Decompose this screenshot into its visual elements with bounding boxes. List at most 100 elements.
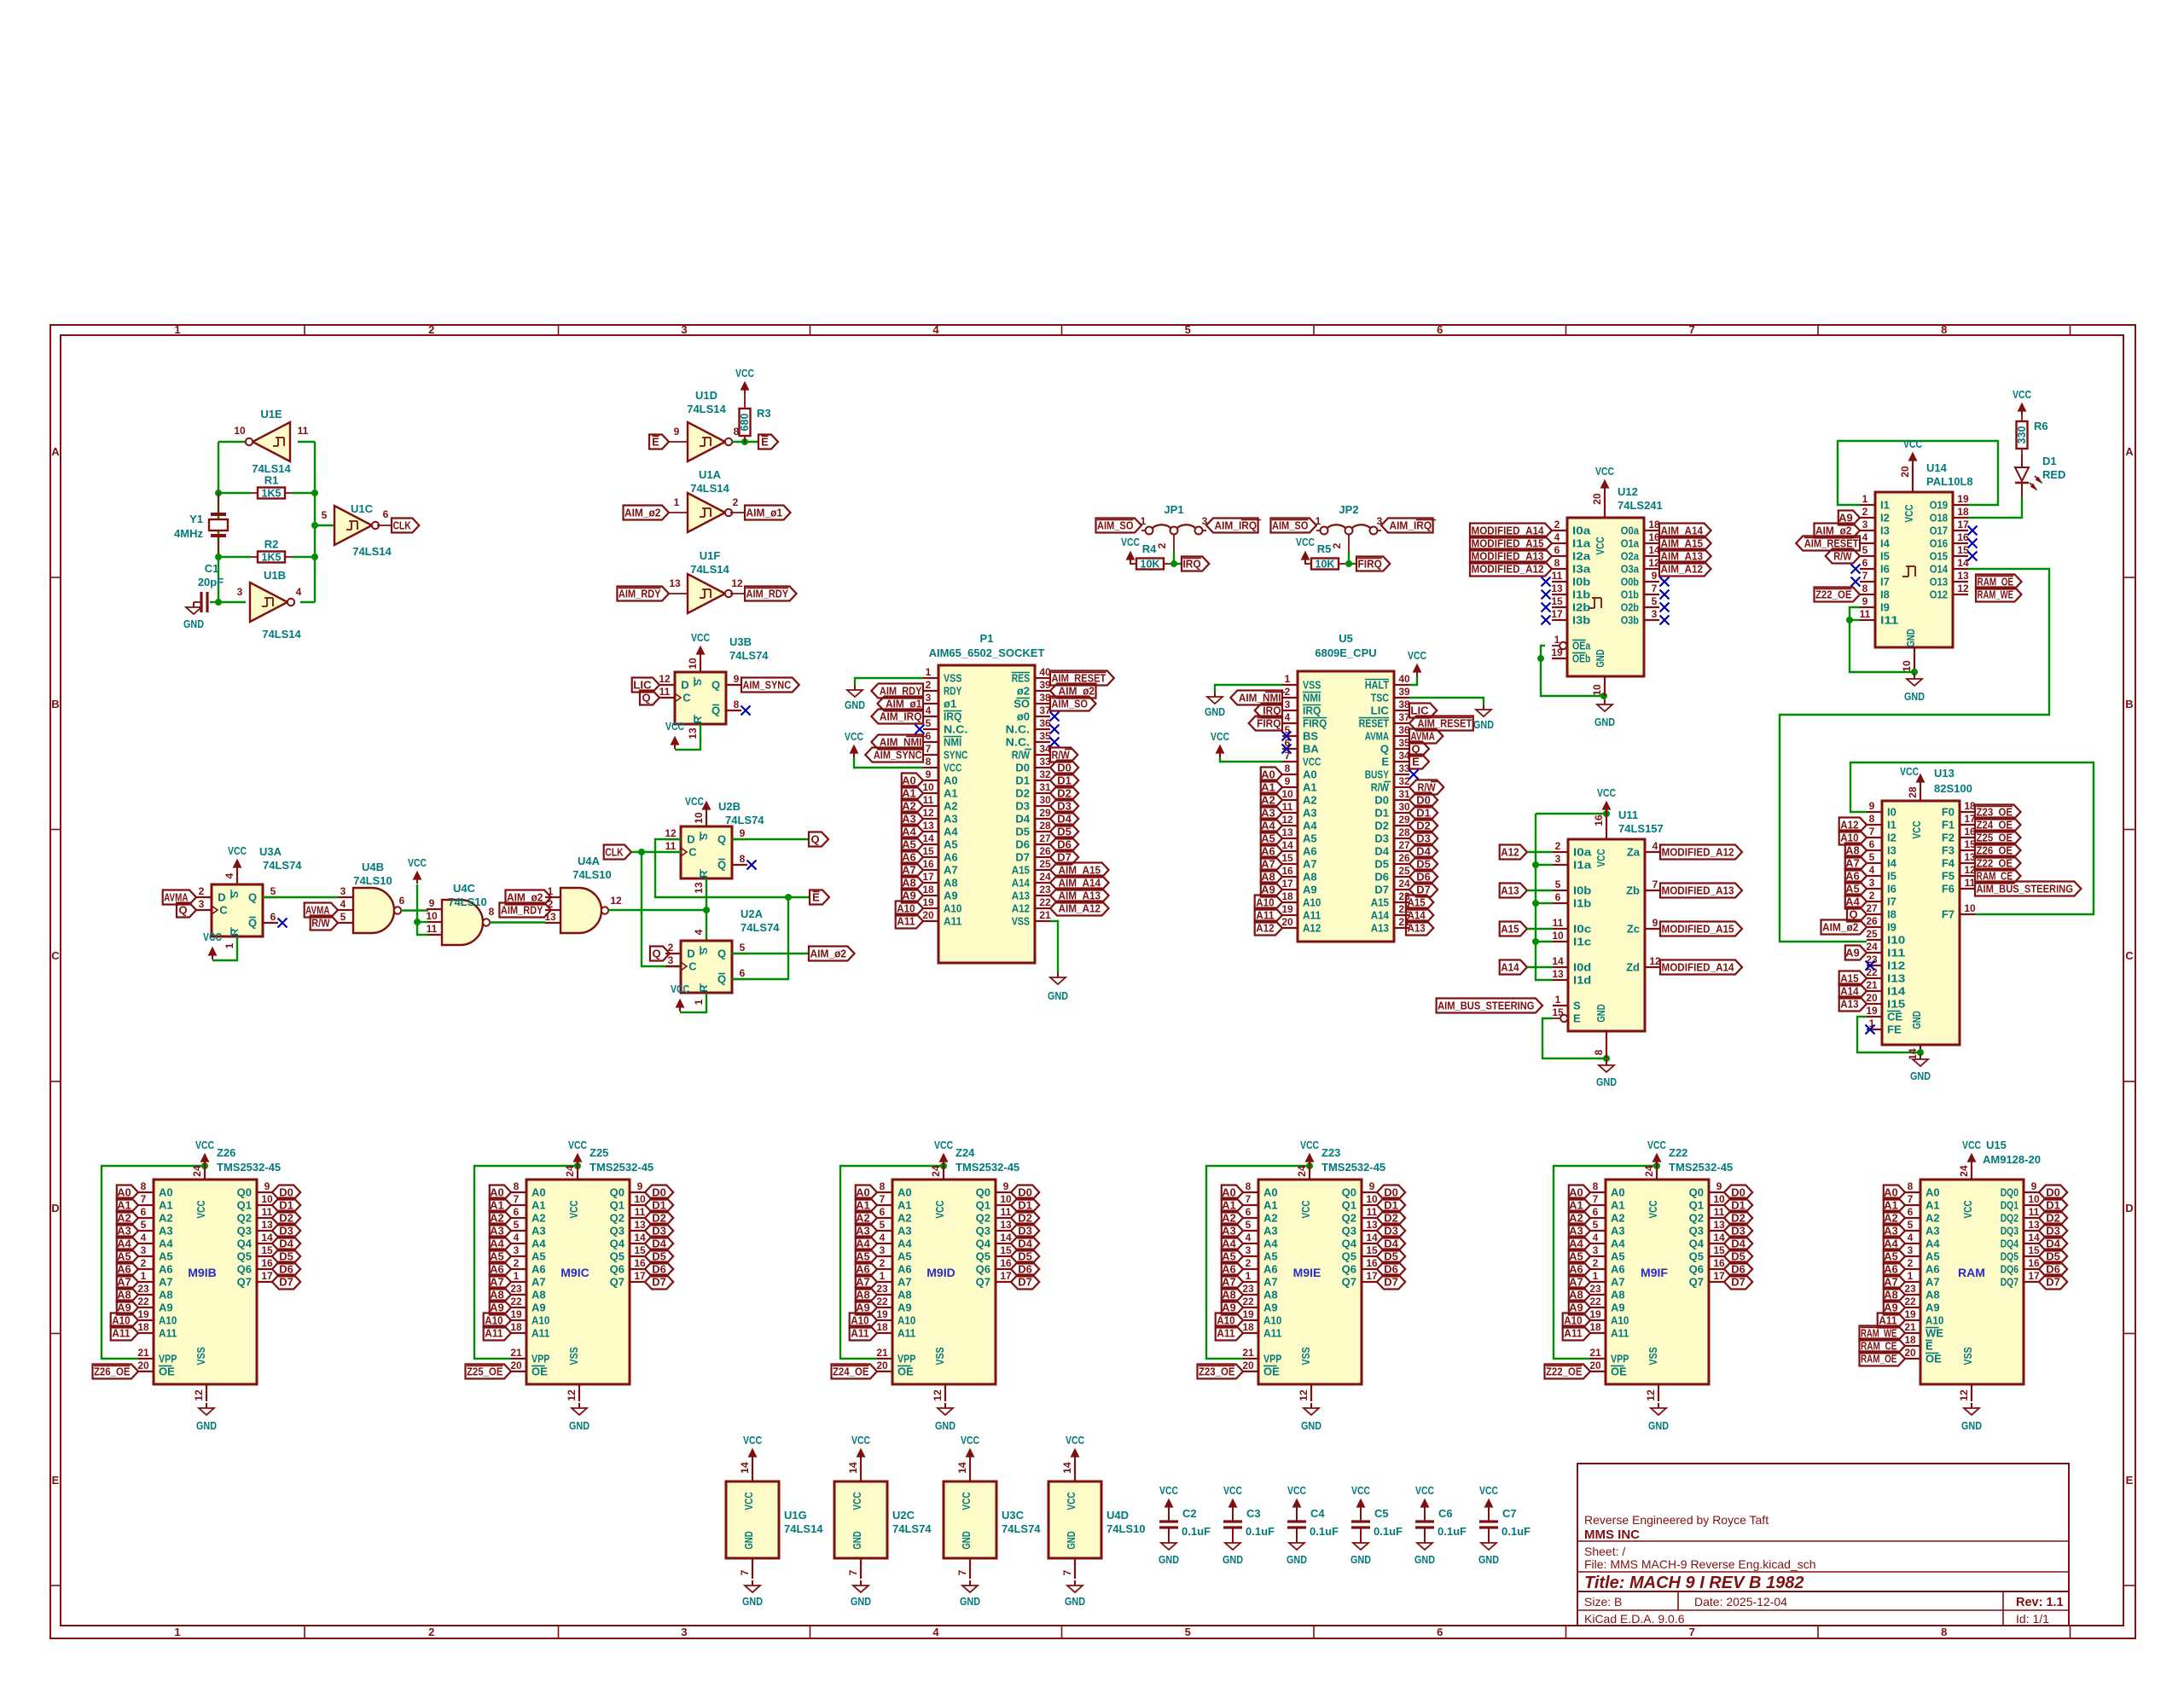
svg-text:9: 9 (2031, 1180, 2037, 1192)
svg-text:M9IE: M9IE (1293, 1266, 1321, 1279)
svg-text:A6: A6 (1222, 1263, 1236, 1276)
svg-text:D3: D3 (1015, 800, 1030, 813)
svg-text:D2: D2 (2046, 1212, 2060, 1225)
svg-text:17: 17 (922, 871, 934, 883)
svg-text:GND: GND (742, 1595, 763, 1608)
svg-text:Q6: Q6 (237, 1263, 252, 1276)
svg-text:1: 1 (880, 1270, 886, 1282)
svg-text:D5: D5 (2046, 1250, 2060, 1263)
svg-text:12: 12 (1964, 864, 1976, 876)
svg-text:D3: D3 (279, 1225, 293, 1238)
svg-text:16: 16 (1964, 826, 1976, 838)
svg-text:1: 1 (548, 885, 554, 897)
svg-text:4: 4 (1593, 1232, 1599, 1244)
svg-text:GND: GND (1205, 705, 1225, 718)
svg-text:A8: A8 (1926, 1289, 1940, 1301)
svg-text:12: 12 (1281, 814, 1293, 826)
svg-text:A2: A2 (856, 1212, 870, 1225)
svg-text:D0: D0 (1015, 762, 1030, 774)
svg-text:A6: A6 (490, 1263, 504, 1276)
svg-text:A1: A1 (897, 1199, 912, 1212)
svg-text:AIM_ø2: AIM_ø2 (1815, 525, 1852, 537)
svg-text:U1D: U1D (695, 389, 717, 402)
svg-text:A8: A8 (159, 1289, 173, 1301)
svg-text:A7: A7 (117, 1276, 131, 1289)
svg-text:D2: D2 (1374, 820, 1389, 832)
svg-text:VCC: VCC (1065, 1492, 1077, 1510)
svg-text:4: 4 (1285, 711, 1291, 723)
svg-text:A1: A1 (902, 787, 916, 800)
svg-text:A8: A8 (902, 877, 916, 890)
svg-text:AIM_ø2: AIM_ø2 (810, 948, 847, 960)
svg-text:I9: I9 (1887, 921, 1896, 934)
svg-text:D0: D0 (1374, 794, 1389, 807)
svg-text:7: 7 (1653, 878, 1658, 890)
svg-text:I9: I9 (1880, 601, 1890, 614)
svg-text:17: 17 (634, 1270, 646, 1282)
svg-text:A1: A1 (1569, 1199, 1583, 1212)
svg-text:4: 4 (1554, 531, 1560, 543)
svg-text:Q1: Q1 (976, 1199, 990, 1212)
svg-text:GND: GND (1287, 1553, 1307, 1566)
svg-text:A6: A6 (1845, 870, 1860, 883)
svg-text:15: 15 (1964, 838, 1976, 850)
svg-text:I3a: I3a (1572, 563, 1591, 576)
svg-text:29: 29 (1398, 814, 1410, 826)
svg-text:A3: A3 (1261, 807, 1275, 820)
svg-text:D4: D4 (1416, 845, 1431, 858)
svg-text:Sheet: /: Sheet: / (1584, 1545, 1625, 1558)
svg-text:JP2: JP2 (1339, 503, 1358, 516)
svg-text:R: R (698, 984, 710, 992)
svg-text:D6: D6 (1015, 838, 1030, 851)
svg-text:11: 11 (665, 840, 677, 852)
svg-text:7: 7 (141, 1193, 147, 1205)
svg-text:16: 16 (922, 858, 934, 870)
svg-text:2: 2 (428, 1626, 434, 1638)
svg-text:S: S (698, 833, 710, 840)
svg-text:A7: A7 (897, 1276, 912, 1289)
svg-text:8: 8 (926, 756, 932, 768)
svg-text:WE: WE (1926, 1327, 1943, 1340)
svg-text:DQ6: DQ6 (2001, 1263, 2018, 1276)
svg-text:2: 2 (1554, 519, 1560, 530)
svg-text:VCC: VCC (1408, 649, 1426, 662)
svg-text:A4: A4 (117, 1238, 131, 1250)
svg-text:U2C: U2C (892, 1509, 915, 1522)
svg-text:17: 17 (261, 1270, 273, 1282)
svg-text:VCC: VCC (1647, 1139, 1666, 1151)
svg-text:17: 17 (2028, 1270, 2040, 1282)
svg-text:A7: A7 (1222, 1276, 1236, 1289)
svg-text:R: R (698, 870, 710, 878)
svg-text:16: 16 (1593, 815, 1605, 826)
svg-text:O1a: O1a (1621, 537, 1640, 550)
svg-text:D3: D3 (652, 1225, 666, 1238)
svg-text:3: 3 (141, 1244, 147, 1256)
svg-text:Z25_OE: Z25_OE (467, 1365, 503, 1378)
svg-text:A4: A4 (1261, 820, 1275, 832)
svg-text:1: 1 (1908, 1270, 1914, 1282)
svg-text:S: S (698, 948, 710, 954)
svg-text:0.1uF: 0.1uF (1246, 1525, 1275, 1538)
svg-text:A1: A1 (1263, 1199, 1278, 1212)
svg-text:32: 32 (1398, 775, 1410, 787)
svg-text:20pF: 20pF (198, 576, 224, 588)
svg-text:Q3: Q3 (610, 1225, 624, 1238)
svg-text:3: 3 (1869, 877, 1875, 889)
svg-text:D1: D1 (1015, 774, 1030, 787)
svg-text:Q3: Q3 (237, 1225, 252, 1238)
svg-text:18: 18 (1904, 1334, 1916, 1346)
svg-text:A8: A8 (1845, 844, 1860, 857)
svg-text:I0b: I0b (1572, 576, 1590, 588)
svg-text:8: 8 (1862, 583, 1868, 594)
svg-text:A11: A11 (1256, 909, 1274, 922)
svg-text:A6: A6 (1569, 1263, 1583, 1276)
svg-text:RAM: RAM (1958, 1266, 1985, 1279)
svg-text:VCC: VCC (1066, 1434, 1084, 1446)
svg-text:A2: A2 (117, 1212, 131, 1225)
svg-text:A6: A6 (1303, 845, 1317, 858)
svg-text:A7: A7 (1569, 1276, 1583, 1289)
svg-text:8: 8 (1869, 813, 1875, 825)
svg-text:D5: D5 (1057, 826, 1072, 838)
svg-text:U11: U11 (1618, 809, 1638, 821)
svg-text:10: 10 (1366, 1193, 1378, 1205)
